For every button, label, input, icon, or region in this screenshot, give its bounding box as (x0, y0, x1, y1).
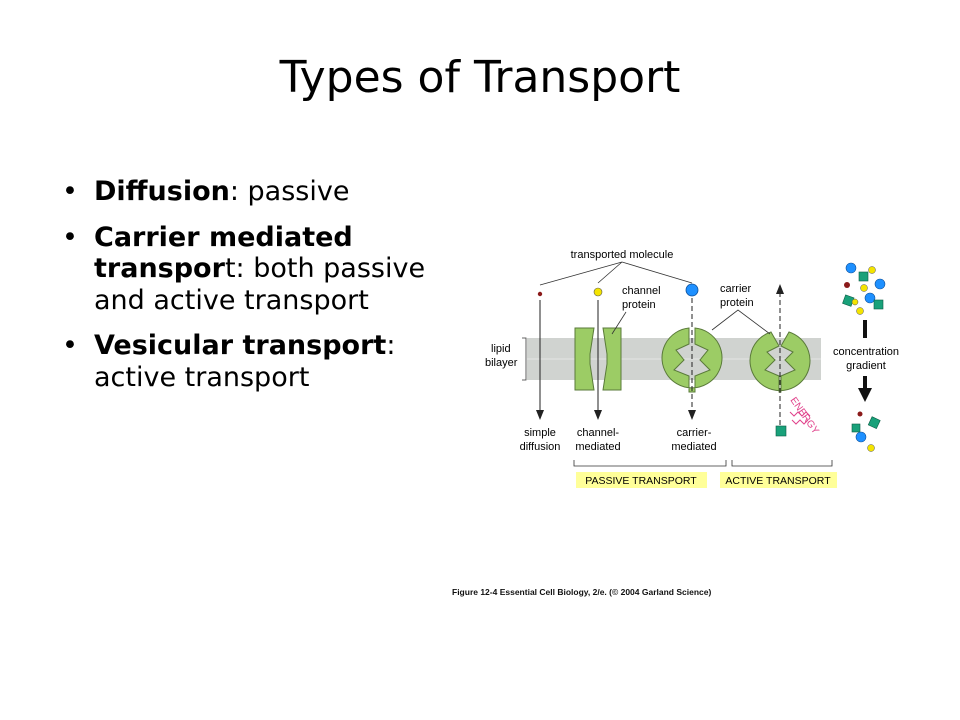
molecule-yellow-icon (593, 287, 603, 297)
arrow-down-icon (688, 410, 696, 420)
carrier-protein-passive (661, 327, 723, 393)
arrow-down-icon (594, 410, 602, 420)
bullet-text: t: both passive and active transport (94, 253, 426, 316)
label-carrier-protein: protein (720, 297, 754, 309)
label-channel-mediated: channel- (577, 427, 620, 439)
slide-title: Types of Transport (279, 52, 681, 103)
arrow-up-icon (776, 284, 784, 294)
molecule-green-square-icon (775, 425, 787, 437)
bullet-item-vesicular: • Vesicular transport: active transport (62, 330, 462, 393)
label-simple-diffusion: simple (524, 427, 556, 439)
label-passive-transport: PASSIVE TRANSPORT (585, 475, 697, 487)
bullet-list: • Diffusion: passive • Carrier mediated … (62, 176, 462, 407)
carrier-protein-active (749, 331, 811, 393)
bracket-line (573, 460, 727, 467)
molecule-blue-icon (685, 283, 699, 297)
label-concentration-gradient: concentration (833, 346, 899, 358)
callout-line (711, 309, 771, 335)
bullet-bold-text: Vesicular transport (94, 330, 387, 362)
label-channel-protein: channel (622, 285, 661, 297)
callout-line (539, 261, 623, 286)
bullet-dot-icon: • (62, 176, 78, 207)
bracket-line (731, 460, 833, 467)
molecule-red-icon (537, 291, 543, 297)
energy-squiggle-icon (789, 411, 811, 417)
active-transport-band (720, 472, 837, 488)
low-concentration-cluster (851, 411, 881, 452)
gradient-bar (863, 320, 867, 338)
gradient-arrow-down-icon (858, 388, 872, 402)
figure-caption: Figure 12-4 Essential Cell Biology, 2/e.… (452, 587, 712, 597)
bullet-dot-icon: • (62, 221, 78, 253)
label-lipid-bilayer: bilayer (485, 357, 518, 369)
gradient-bar (863, 376, 867, 390)
label-channel-protein: protein (622, 299, 656, 311)
high-concentration-cluster (842, 262, 886, 315)
arrow-down-icon (536, 410, 544, 420)
label-transported-molecule: transported molecule (571, 249, 674, 261)
bracket-line (522, 337, 527, 381)
label-concentration-gradient: gradient (846, 360, 886, 372)
label-simple-diffusion: diffusion (520, 441, 561, 453)
channel-protein-right (602, 327, 622, 391)
label-carrier-mediated: mediated (671, 441, 716, 453)
label-carrier-mediated: carrier- (677, 427, 712, 439)
passive-transport-band (576, 472, 707, 488)
membrane-transport-figure: transported molecule channel protein car… (485, 249, 899, 488)
bullet-bold-text: Diffusion (94, 176, 230, 207)
bullet-item-carrier-mediated: • Carrier mediated transport: both passi… (62, 222, 462, 317)
energy-squiggle-icon (791, 419, 809, 425)
callout-line (621, 261, 693, 284)
bullet-text: : active transport (94, 330, 396, 393)
callout-line (611, 311, 627, 335)
bullet-text: : passive (229, 176, 350, 207)
label-channel-mediated: mediated (575, 441, 620, 453)
label-carrier-protein: carrier (720, 283, 752, 295)
label-lipid-bilayer: lipid (491, 343, 511, 355)
bullet-item-diffusion: • Diffusion: passive (62, 176, 462, 208)
bullet-bold-text: Carrier mediated transpor (94, 221, 353, 285)
label-energy: ENERGY (788, 395, 821, 436)
label-active-transport: ACTIVE TRANSPORT (725, 475, 831, 487)
bullet-dot-icon: • (62, 330, 78, 362)
channel-protein-left (574, 327, 595, 391)
